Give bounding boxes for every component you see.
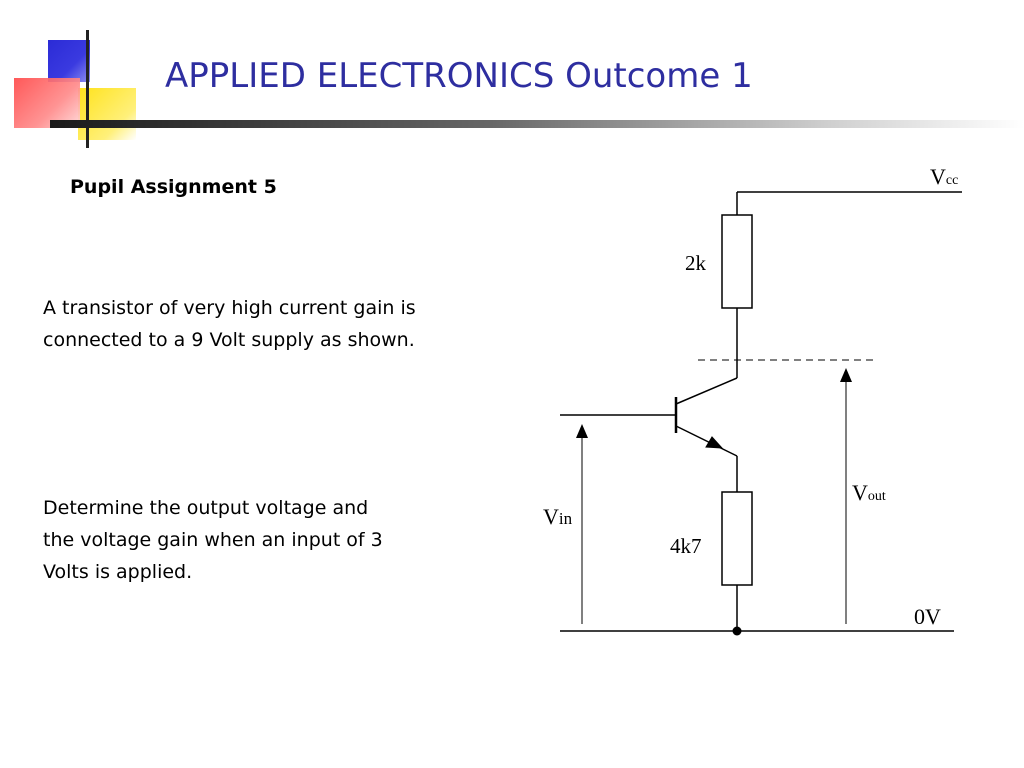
problem-statement-line-2: connected to a 9 Volt supply as shown. [43,329,415,351]
transistor-emitter-lead [675,425,738,457]
resistor-2k [721,214,753,309]
ground-junction-dot [732,626,742,636]
page-title: APPLIED ELECTRONICS Outcome 1 [165,56,753,96]
emitter-arrow-icon [705,436,724,449]
resistor-2k-label: 2k [685,251,707,275]
vin-label: Vin [543,504,573,529]
problem-statement: A transistor of very high current gain i… [43,292,513,356]
ground-label: 0V [914,604,941,629]
decorative-red-square [14,78,80,128]
transistor-collector-lead [675,377,738,405]
task-statement-line-1: Determine the output voltage and [43,497,369,519]
decorative-blue-square [48,40,90,82]
vout-label: Vout [852,480,886,505]
title-underline-rule [50,120,1024,128]
task-statement: Determine the output voltage and the vol… [43,492,513,588]
vout-arrowhead-icon [840,368,852,382]
resistor-4k7-label: 4k7 [670,534,702,558]
resistor-4k7 [721,491,753,586]
vin-arrowhead-icon [576,424,588,438]
decorative-vertical-line [86,30,89,148]
problem-statement-line-1: A transistor of very high current gain i… [43,297,416,319]
vcc-label: Vcc [930,164,958,189]
task-statement-line-2: the voltage gain when an input of 3 [43,529,383,551]
assignment-heading: Pupil Assignment 5 [70,176,277,198]
task-statement-line-3: Volts is applied. [43,561,193,583]
